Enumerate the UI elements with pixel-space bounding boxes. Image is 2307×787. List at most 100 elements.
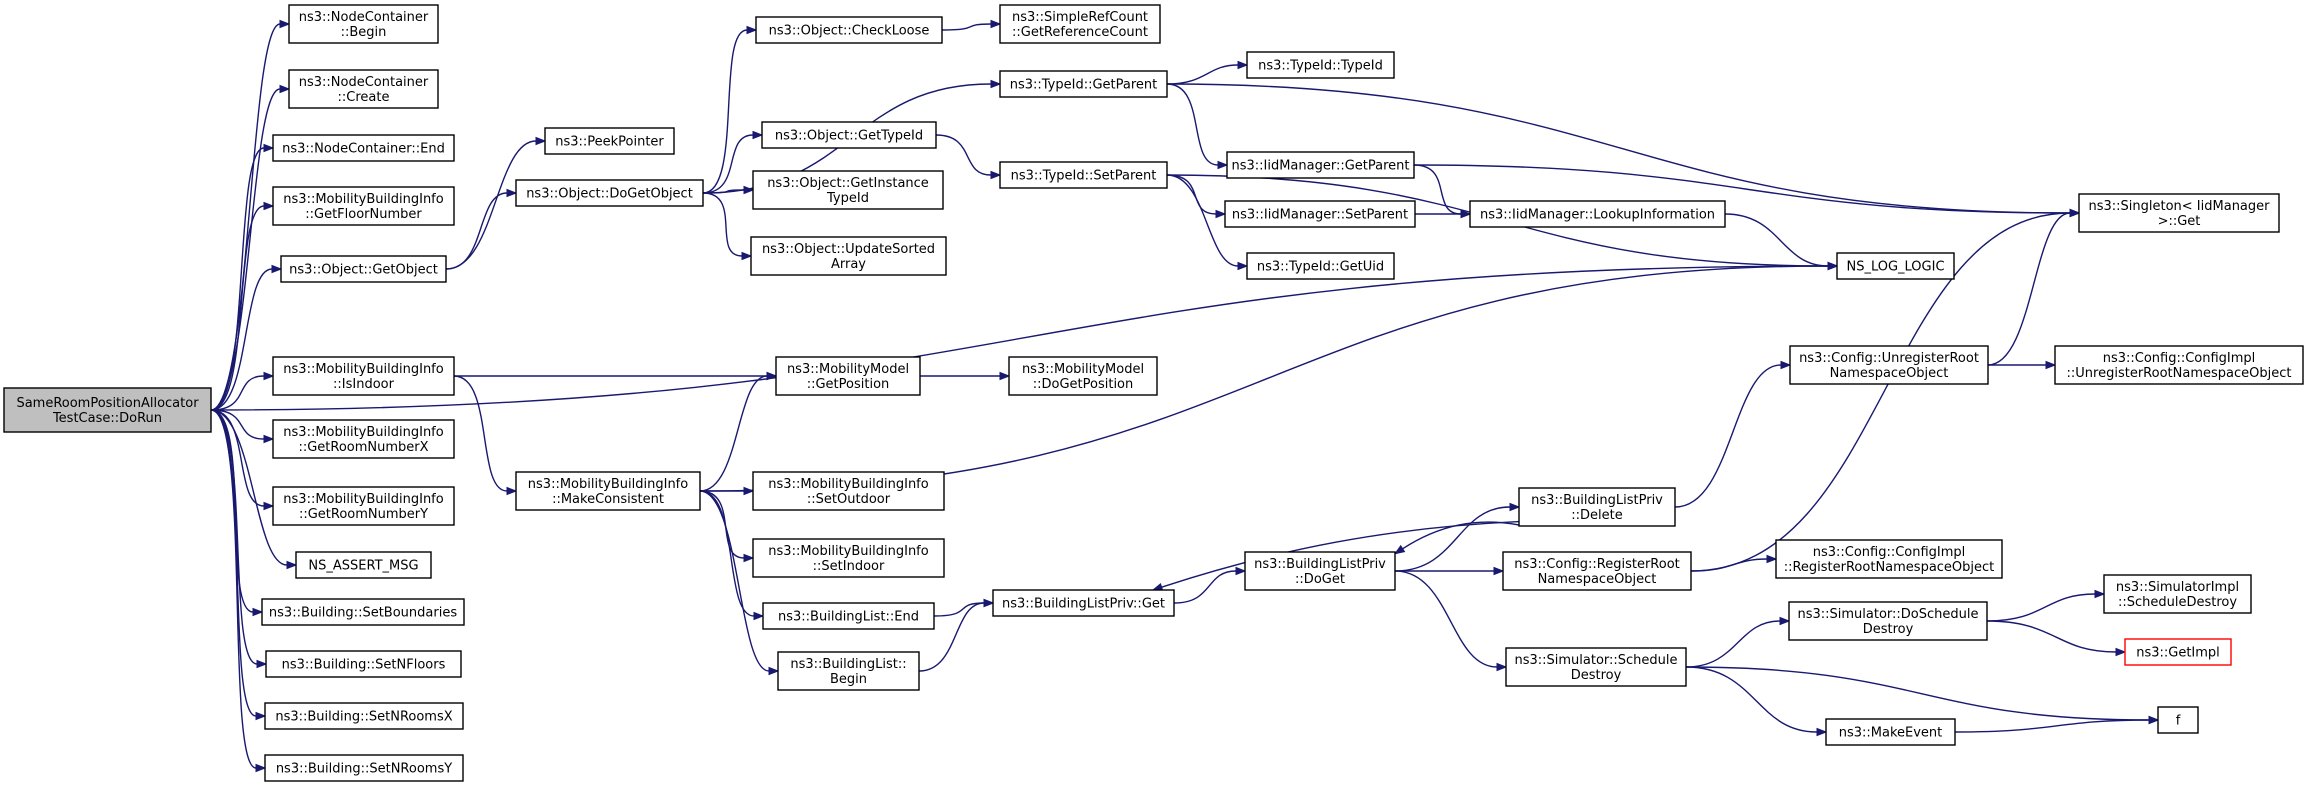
- edge-line: [1166, 174, 1239, 267]
- node-src-getref[interactable]: ns3::SimpleRefCount::GetReferenceCount: [999, 4, 1161, 44]
- node-obj-dogetobject[interactable]: ns3::Object::DoGetObject: [515, 179, 704, 207]
- edge-obj_dogetobject-to-obj_checkloose: [702, 25, 758, 194]
- node-b-setnroomsy[interactable]: ns3::Building::SetNRoomsY: [264, 754, 464, 782]
- edge-blp_get-to-blp_doget: [1173, 566, 1247, 604]
- node-tid-typeid[interactable]: ns3::TypeId::TypeId: [1246, 51, 1395, 79]
- node-cfg-register[interactable]: ns3::Config::RegisterRootNamespaceObject: [1502, 551, 1692, 591]
- node-label-line: ns3::MobilityBuildingInfo: [528, 477, 688, 492]
- node-cfgimpl-register[interactable]: ns3::Config::ConfigImpl::RegisterRootNam…: [1775, 539, 2003, 579]
- node-label-line: ns3::Building::SetNRoomsY: [276, 762, 452, 777]
- edge-line: [1413, 164, 2071, 214]
- node-label-line: ns3::Config::ConfigImpl: [1813, 545, 1966, 560]
- node-box: [3, 387, 212, 433]
- node-b-setnfloors[interactable]: ns3::Building::SetNFloors: [265, 650, 462, 678]
- node-singleton-get[interactable]: ns3::Singleton< IidManager >::Get: [2078, 193, 2280, 233]
- node-peekpointer[interactable]: ns3::PeekPointer: [544, 127, 675, 155]
- node-box: [261, 598, 465, 626]
- node-b-setbounds[interactable]: ns3::Building::SetBoundaries: [261, 598, 465, 626]
- node-mbi-roomy[interactable]: ns3::MobilityBuildingInfo::GetRoomNumber…: [272, 486, 455, 526]
- node-label-line: ns3::Building::SetNFloors: [282, 658, 446, 673]
- node-label-line: ns3::MobilityBuildingInfo: [283, 492, 443, 507]
- edge-arrowhead: [279, 84, 291, 94]
- node-box: [1224, 200, 1416, 228]
- edge-line: [1166, 83, 1219, 166]
- node-label-line: Array: [831, 257, 866, 272]
- node-label-line: ::GetReferenceCount: [1012, 25, 1148, 40]
- node-obj-checkloose[interactable]: ns3::Object::CheckLoose: [755, 16, 943, 44]
- node-sim-scheduledestroy[interactable]: ns3::Simulator::ScheduleDestroy: [1505, 647, 1687, 687]
- node-iid-setparent[interactable]: ns3::IidManager::SetParent: [1224, 200, 1416, 228]
- edge-arrowhead: [753, 611, 765, 621]
- node-mbi-roomx[interactable]: ns3::MobilityBuildingInfo::GetRoomNumber…: [272, 419, 455, 459]
- edge-line: [1161, 520, 1520, 588]
- node-label-line: ns3::MobilityModel: [1022, 362, 1144, 377]
- node-f[interactable]: f: [2157, 706, 2199, 734]
- node-ns-log-logic[interactable]: NS_LOG_LOGIC: [1836, 252, 1955, 280]
- node-mbi-makeconsistent[interactable]: ns3::MobilityBuildingInfo::MakeConsisten…: [515, 471, 701, 511]
- node-label-line: ns3::IidManager::GetParent: [1231, 159, 1409, 174]
- node-label-line: ns3::Object::GetObject: [289, 263, 438, 278]
- node-cfg-unregister[interactable]: ns3::Config::UnregisterRootNamespaceObje…: [1789, 345, 1989, 385]
- node-box: [288, 4, 439, 44]
- node-bl-begin[interactable]: ns3::BuildingList::Begin: [777, 651, 920, 691]
- edge-makeevent-to-f: [1954, 715, 2160, 733]
- node-blp-get[interactable]: ns3::BuildingListPriv::Get: [992, 589, 1175, 617]
- node-box: [999, 70, 1168, 98]
- node-mbi-floor[interactable]: ns3::MobilityBuildingInfo::GetFloorNumbe…: [272, 186, 455, 226]
- node-mbi-setoutdoor[interactable]: ns3::MobilityBuildingInfo::SetOutdoor: [752, 471, 945, 511]
- edges-layer: [210, 19, 2160, 773]
- node-label-line: ::IsIndoor: [333, 377, 395, 392]
- node-bl-end[interactable]: ns3::BuildingList::End: [762, 602, 935, 630]
- node-obj-getobject[interactable]: ns3::Object::GetObject: [280, 255, 447, 283]
- node-nc-create[interactable]: ns3::NodeContainer::Create: [288, 69, 439, 109]
- edge-arrowhead: [743, 553, 755, 563]
- edge-arrowhead: [263, 143, 275, 153]
- node-mbi-isindoor[interactable]: ns3::MobilityBuildingInfo::IsIndoor: [272, 356, 455, 396]
- node-box: [777, 651, 920, 691]
- node-tid-getparent[interactable]: ns3::TypeId::GetParent: [999, 70, 1168, 98]
- node-box: [295, 551, 432, 579]
- node-box: [272, 186, 455, 226]
- edge-line: [1986, 620, 2117, 653]
- node-blp-doget[interactable]: ns3::BuildingListPriv::DoGet: [1244, 551, 1396, 591]
- node-label-line: ns3::Singleton< IidManager: [2088, 199, 2270, 214]
- node-ns-assert[interactable]: NS_ASSERT_MSG: [295, 551, 432, 579]
- node-iid-getparent[interactable]: ns3::IidManager::GetParent: [1226, 151, 1415, 179]
- edge-line: [1394, 506, 1511, 572]
- node-blp-delete[interactable]: ns3::BuildingListPriv::Delete: [1518, 487, 1676, 527]
- node-box: [280, 255, 447, 283]
- node-b-setnroomsx[interactable]: ns3::Building::SetNRoomsX: [264, 702, 464, 730]
- edge-arrowhead: [990, 170, 1002, 180]
- node-makeevent[interactable]: ns3::MakeEvent: [1825, 718, 1956, 746]
- edge-root-to-mbi_isindoor: [210, 371, 275, 411]
- node-mm-dogetposition[interactable]: ns3::MobilityModel::DoGetPosition: [1008, 356, 1158, 396]
- node-nc-begin[interactable]: ns3::NodeContainer::Begin: [288, 4, 439, 44]
- node-cfgimpl-unregister[interactable]: ns3::Config::ConfigImpl::UnregisterRootN…: [2054, 345, 2304, 385]
- node-label-line: ns3::BuildingListPriv: [1254, 557, 1386, 572]
- node-box: [1244, 551, 1396, 591]
- node-mm-getposition[interactable]: ns3::MobilityModel::GetPosition: [775, 356, 921, 396]
- node-box: [762, 602, 935, 630]
- node-tid-getuid[interactable]: ns3::TypeId::GetUid: [1246, 252, 1395, 280]
- node-label-line: ns3::MobilityBuildingInfo: [768, 477, 928, 492]
- edge-line: [1685, 666, 1818, 733]
- edge-arrowhead: [999, 371, 1011, 381]
- node-box: [992, 589, 1175, 617]
- node-simimpl-scheduledestroy[interactable]: ns3::SimulatorImpl::ScheduleDestroy: [2103, 574, 2252, 614]
- node-obj-gettypeid[interactable]: ns3::Object::GetTypeId: [761, 121, 937, 149]
- node-iid-lookup[interactable]: ns3::IidManager::LookupInformation: [1469, 200, 1726, 228]
- node-box: [1836, 252, 1955, 280]
- node-label-line: ::GetPosition: [807, 377, 890, 392]
- node-label-line: ns3::Object::CheckLoose: [769, 24, 930, 39]
- node-tid-setparent[interactable]: ns3::TypeId::SetParent: [999, 161, 1168, 189]
- node-nc-end[interactable]: ns3::NodeContainer::End: [272, 134, 455, 162]
- node-getimpl[interactable]: ns3::GetImpl: [2124, 638, 2232, 666]
- edge-line: [1987, 212, 2071, 366]
- edge-line: [699, 490, 755, 617]
- node-mbi-setindoor[interactable]: ns3::MobilityBuildingInfo::SetIndoor: [752, 538, 945, 578]
- edge-arrowhead: [535, 136, 547, 146]
